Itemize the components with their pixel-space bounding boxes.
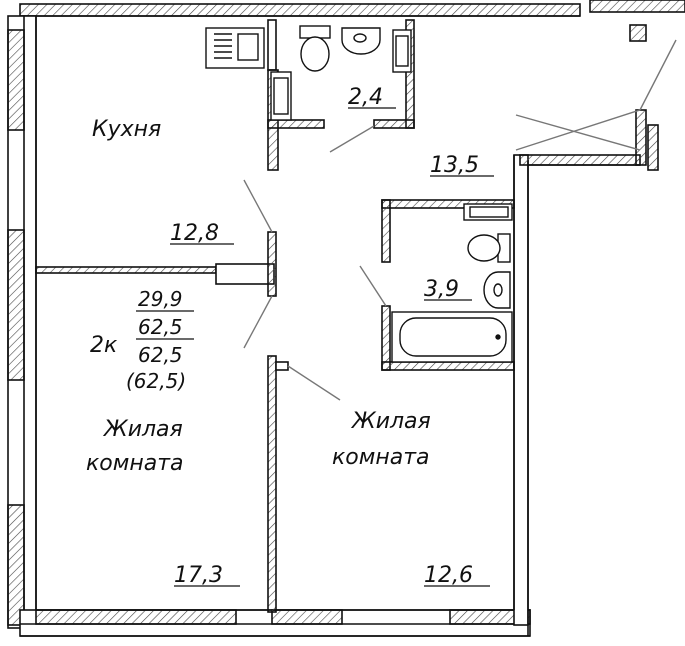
living-right-name-1: Жилая bbox=[350, 409, 431, 434]
toilet-icon bbox=[299, 25, 331, 72]
washbasin-icon bbox=[341, 27, 381, 55]
total-area-2: 62,5 bbox=[138, 343, 183, 367]
towel-rail-icon bbox=[463, 203, 513, 221]
living-area-total: 29,9 bbox=[138, 287, 183, 311]
living-right-area: 12,6 bbox=[424, 563, 473, 588]
living-left-area: 17,3 bbox=[174, 563, 223, 588]
hall-area: 13,5 bbox=[430, 153, 479, 178]
toilet-icon bbox=[467, 233, 511, 263]
living-right-name-2: комната bbox=[332, 445, 430, 470]
total-area-balcony: (62,5) bbox=[126, 369, 186, 393]
radiator-icon bbox=[270, 71, 292, 121]
bathtub-icon bbox=[391, 311, 513, 363]
living-left-name-2: комната bbox=[86, 451, 184, 476]
rooms-count: 2к bbox=[90, 333, 118, 358]
radiator-icon bbox=[392, 29, 412, 73]
kitchen-sink-icon bbox=[205, 27, 265, 69]
bath-area: 3,9 bbox=[424, 277, 459, 302]
fixtures bbox=[205, 25, 513, 363]
outer-walls bbox=[7, 0, 685, 637]
wc-area: 2,4 bbox=[348, 85, 383, 110]
kitchen-name: Кухня bbox=[92, 117, 161, 142]
kitchen-area: 12,8 bbox=[170, 221, 219, 246]
total-area: 62,5 bbox=[138, 315, 183, 339]
washbasin-icon bbox=[483, 271, 511, 309]
door-swings bbox=[243, 39, 677, 401]
living-left-name-1: Жилая bbox=[102, 417, 183, 442]
room-labels: Кухня 12,8 2,4 13,5 3,9 29,9 2к 62,5 62,… bbox=[86, 85, 494, 588]
